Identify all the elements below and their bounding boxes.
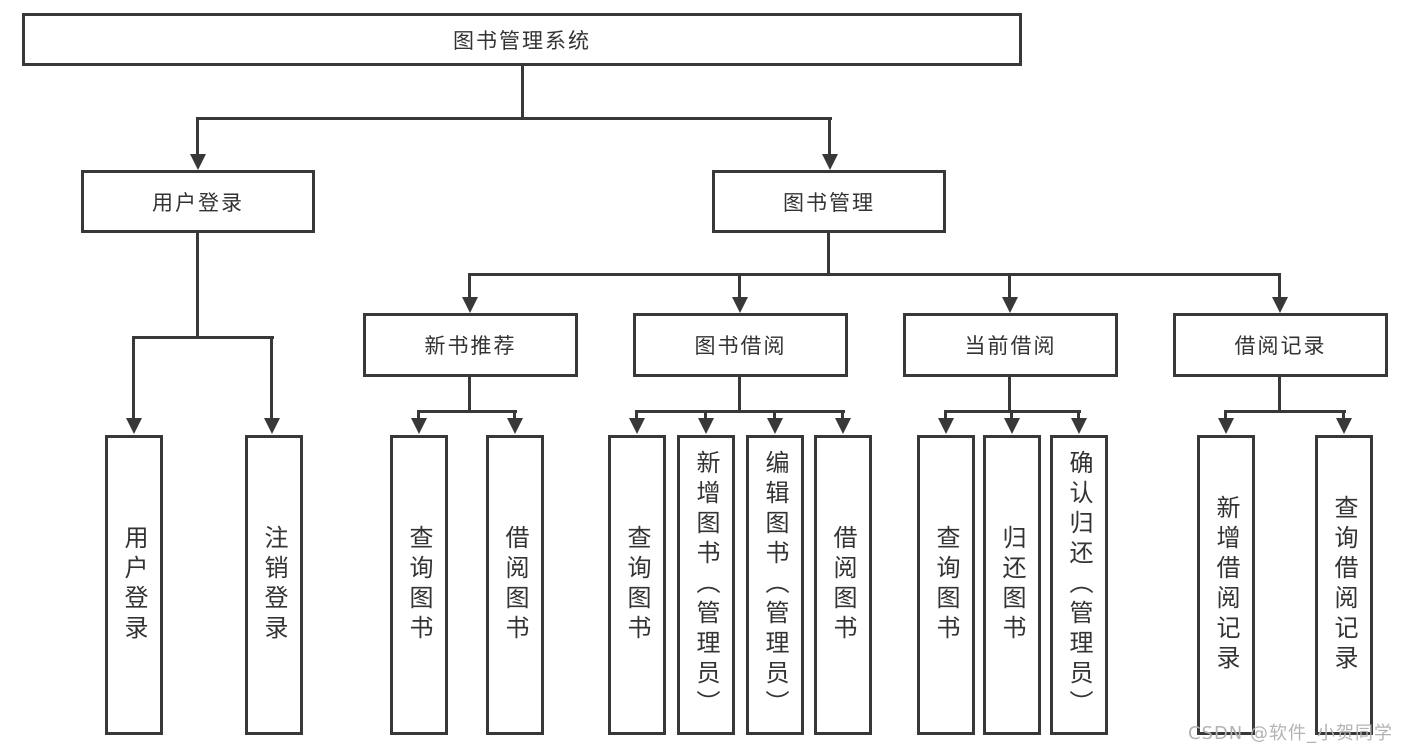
connector-borrow-rail	[635, 410, 845, 413]
connector-borrow-stem	[738, 377, 741, 410]
connector-bookmgmt-drop-4	[1278, 273, 1281, 299]
connector-bookmgmt-rail	[468, 273, 1281, 276]
leaf-add-borrow-record: 新增借阅记录	[1197, 435, 1255, 735]
leaf-query-books-current: 查询图书	[917, 435, 975, 735]
connector-records-stem	[1278, 377, 1281, 410]
arrowhead-down	[462, 297, 478, 313]
connector-userlogin-stem	[196, 233, 199, 336]
csdn-watermark: CSDN @软件_小贺同学	[1187, 723, 1393, 744]
arrowhead-down	[126, 418, 142, 434]
connector-borrow-drop-4	[841, 410, 844, 420]
arrowhead-down	[1218, 418, 1234, 434]
leaf-edit-book-admin: 编辑图书（管理员）	[746, 435, 804, 735]
leaf-query-books-recommend: 查询图书	[390, 435, 448, 735]
connector-root-drop-right	[828, 117, 831, 157]
connector-borrow-drop-2	[704, 410, 707, 420]
connector-records-drop-1	[1224, 410, 1227, 420]
node-book-borrow: 图书借阅	[633, 313, 848, 377]
arrowhead-down	[1002, 297, 1018, 313]
connector-records-drop-2	[1342, 410, 1345, 420]
connector-userlogin-drop-2	[270, 336, 273, 420]
connector-bookmgmt-drop-2	[738, 273, 741, 299]
arrowhead-down	[264, 418, 280, 434]
connector-recommend-stem	[468, 377, 471, 410]
node-borrow-records: 借阅记录	[1173, 313, 1388, 377]
leaf-borrow-books: 借阅图书	[814, 435, 872, 735]
connector-current-stem	[1008, 377, 1011, 410]
connector-recommend-rail	[417, 410, 517, 413]
leaf-logout: 注销登录	[245, 435, 303, 735]
connector-recommend-drop-1	[417, 410, 420, 420]
connector-bookmgmt-stem	[827, 233, 830, 273]
arrowhead-down	[1004, 418, 1020, 434]
node-root: 图书管理系统	[22, 13, 1022, 66]
connector-userlogin-drop-1	[132, 336, 135, 420]
arrowhead-down	[835, 418, 851, 434]
node-new-book-recommend: 新书推荐	[363, 313, 578, 377]
arrowhead-down	[698, 418, 714, 434]
arrowhead-down	[1272, 297, 1288, 313]
leaf-confirm-return-admin: 确认归还（管理员）	[1050, 435, 1108, 735]
connector-bookmgmt-drop-3	[1008, 273, 1011, 299]
arrowhead-down	[507, 418, 523, 434]
arrowhead-down	[411, 418, 427, 434]
arrowhead-down	[822, 154, 838, 170]
leaf-add-book-admin: 新增图书（管理员）	[677, 435, 735, 735]
connector-current-drop-1	[944, 410, 947, 420]
connector-userlogin-rail	[132, 336, 274, 339]
leaf-user-login: 用户登录	[105, 435, 163, 735]
connector-root-stem	[521, 66, 524, 117]
node-book-management: 图书管理	[712, 170, 946, 233]
connector-bookmgmt-drop-1	[468, 273, 471, 299]
leaf-return-books: 归还图书	[983, 435, 1041, 735]
arrowhead-down	[1071, 418, 1087, 434]
arrowhead-down	[767, 418, 783, 434]
connector-borrow-drop-1	[635, 410, 638, 420]
connector-root-rail	[196, 117, 832, 120]
arrowhead-down	[732, 297, 748, 313]
connector-records-rail	[1224, 410, 1346, 413]
node-current-borrow: 当前借阅	[903, 313, 1118, 377]
arrowhead-down	[190, 154, 206, 170]
arrowhead-down	[938, 418, 954, 434]
leaf-borrow-books-recommend: 借阅图书	[486, 435, 544, 735]
connector-current-drop-2	[1010, 410, 1013, 420]
connector-current-drop-3	[1077, 410, 1080, 420]
connector-borrow-drop-3	[773, 410, 776, 420]
leaf-query-books-borrow: 查询图书	[608, 435, 666, 735]
connector-recommend-drop-2	[513, 410, 516, 420]
leaf-query-borrow-record: 查询借阅记录	[1315, 435, 1373, 735]
node-user-login: 用户登录	[81, 170, 315, 233]
arrowhead-down	[629, 418, 645, 434]
connector-root-drop-left	[196, 117, 199, 157]
arrowhead-down	[1336, 418, 1352, 434]
